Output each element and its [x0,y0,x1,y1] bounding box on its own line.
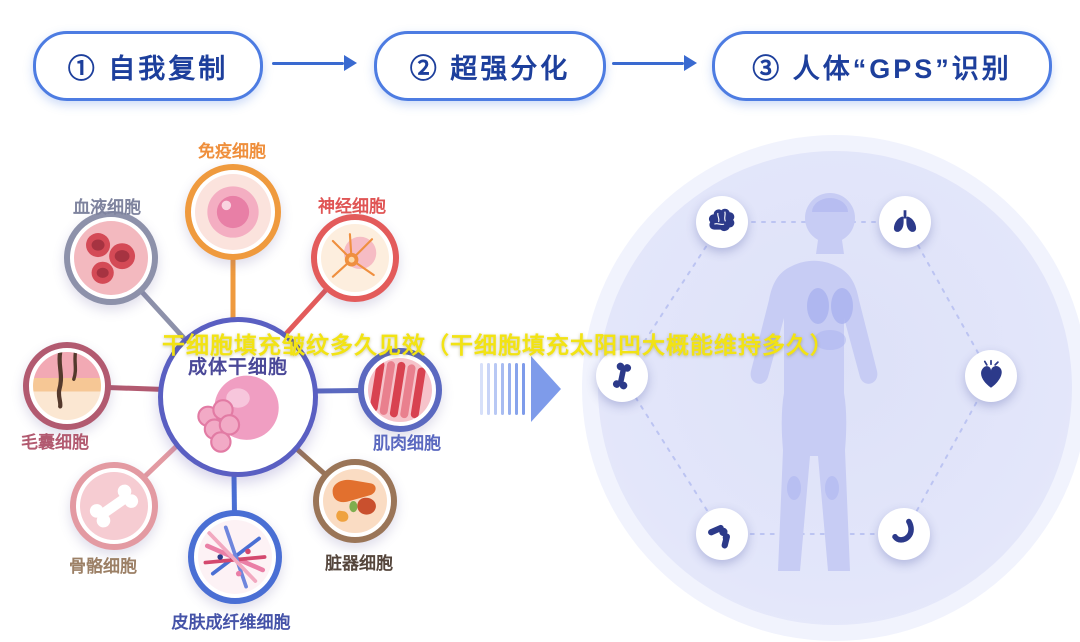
step-arrow-1 [272,55,357,71]
brain-icon [708,208,735,232]
joint-node [696,508,748,560]
hair-follicle-cell-label: 毛囊细胞 [21,433,89,452]
blood-cell-art [74,221,148,295]
nerve-cell-circle [311,214,399,302]
page-title: 干细胞填充皱纹多久见效（干细胞填充太阳凹大概能维持多久） [162,332,834,358]
bone-cell-circle [70,462,158,550]
neuron-icon [331,233,377,278]
immune-cell-icon [207,186,259,238]
bone-cell-label: 骨骼细胞 [69,557,137,576]
muscle-cell-circle [358,348,442,432]
step-badge-3: ③ 人体“GPS”识别 [712,31,1052,101]
nerve-cell-label: 神经细胞 [318,197,386,216]
transition-arrow-icon [480,356,561,422]
step-badge-1: ① 自我复制 [33,31,263,101]
bone-icon [89,484,139,528]
heart-node [965,350,1017,402]
arrow-head-icon [344,55,357,71]
red-blood-cells-icon [86,233,136,284]
muscle-fibers-icon [369,361,426,419]
hair-follicle-art [33,352,101,420]
bone-icon [612,362,632,390]
arrow-stripe [522,363,525,415]
skin-fibroblast-art [198,520,272,594]
heart-icon [981,359,1002,388]
arrow-stripe [494,363,497,415]
hair-follicle-cell-circle [23,342,111,430]
arrow-line [272,61,344,65]
step-arrow-2 [612,55,697,71]
lungs-node [879,196,931,248]
skin-fibroblast-circle [188,510,282,604]
lungs-icon [893,210,917,232]
bone-cell-art [80,472,148,540]
step-3-label: ③ 人体“GPS”识别 [752,53,1012,84]
arrow-stripe [508,363,511,415]
arrow-stripe [480,363,483,415]
muscle-cell-art [368,358,432,422]
step-badge-2: ② 超强分化 [374,31,606,101]
nerve-cell-art [321,224,389,292]
fibroblast-fibers-icon [203,525,267,589]
organs-icon [332,479,376,522]
arrow-stripe [515,363,518,415]
joint-icon [708,524,731,549]
stomach-node [878,508,930,560]
organ-cell-art [323,469,387,533]
immune-cell-art [195,174,271,250]
arrow-stripe [487,363,490,415]
arrow-head-icon [684,55,697,71]
arrow-stripe [501,363,504,415]
blood-cell-label: 血液细胞 [73,198,141,217]
arrow-head-icon [531,356,561,422]
immune-cell-circle [185,164,281,260]
organ-cell-label: 脏器细胞 [325,554,393,573]
arrow-line [612,61,684,65]
stomach-icon [892,518,914,543]
blood-cell-circle [64,211,158,305]
step-2-label: ② 超强分化 [409,53,571,84]
brain-node [696,196,748,248]
step-1-label: ① 自我复制 [67,53,229,84]
muscle-cell-label: 肌肉细胞 [373,434,441,453]
immune-cell-label: 免疫细胞 [198,142,266,161]
skin-fibroblast-label: 皮肤成纤维细胞 [171,613,291,632]
organ-cell-circle [313,459,397,543]
hair-follicle-icon [56,352,78,409]
